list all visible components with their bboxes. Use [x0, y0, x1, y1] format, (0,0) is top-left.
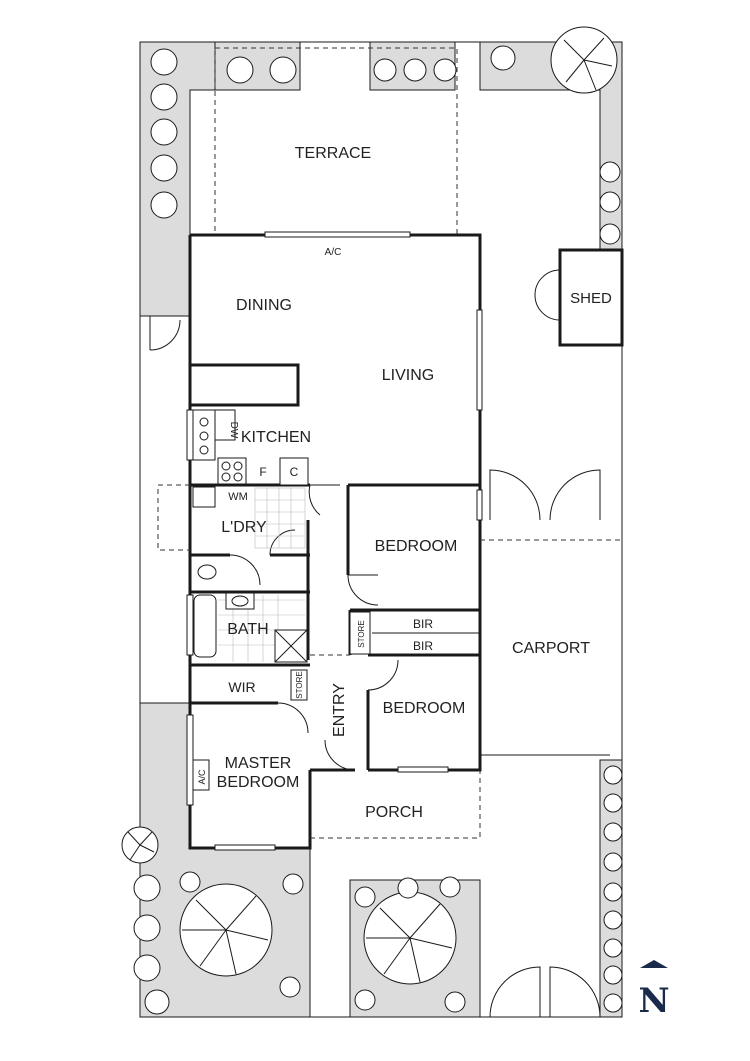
- north-label: N: [638, 981, 669, 1021]
- label-cupboard: C: [290, 465, 299, 479]
- label-bir-top: BIR: [413, 617, 433, 631]
- room-label-master-2: BEDROOM: [217, 774, 300, 791]
- laundry-bay: [157, 484, 190, 551]
- tree-icons: [121, 26, 623, 1015]
- room-label-master-1: MASTER: [225, 755, 292, 772]
- porch-outline: [310, 770, 481, 839]
- label-fridge: F: [259, 465, 266, 479]
- room-label-shed: SHED: [570, 290, 612, 307]
- room-label-living: LIVING: [382, 367, 434, 384]
- label-bir-bottom: BIR: [413, 639, 433, 653]
- room-label-bedroom-2: BEDROOM: [383, 700, 466, 717]
- north-arrow-icon: [640, 960, 668, 968]
- room-label-kitchen: KITCHEN: [241, 429, 311, 446]
- label-store-entry: STORE: [357, 620, 366, 647]
- room-label-carport: CARPORT: [512, 640, 590, 657]
- room-label-laundry: L'DRY: [221, 519, 267, 536]
- wet-area-tiles: [218, 487, 306, 662]
- room-label-wir: WIR: [228, 679, 255, 695]
- label-dishwasher: DW: [228, 422, 239, 439]
- room-label-bath: BATH: [227, 621, 268, 638]
- shed-structure: [558, 248, 624, 347]
- label-store-wir: STORE: [295, 671, 304, 698]
- room-label-bedroom-1: BEDROOM: [375, 538, 458, 555]
- label-ac-master: A/C: [197, 769, 207, 785]
- windows: [186, 231, 483, 851]
- room-label-entry: ENTRY: [331, 683, 348, 737]
- bath-fixtures: [192, 564, 371, 791]
- room-label-dining: DINING: [236, 297, 292, 314]
- doors: [149, 269, 601, 1018]
- garden-beds: [139, 41, 623, 1018]
- label-ac-living: A/C: [325, 247, 342, 258]
- room-label-porch: PORCH: [365, 804, 423, 821]
- kitchen-fixtures: [192, 409, 309, 508]
- room-label-terrace: TERRACE: [295, 145, 371, 162]
- north-compass: N: [638, 960, 670, 1021]
- label-washing-machine: WM: [228, 491, 248, 503]
